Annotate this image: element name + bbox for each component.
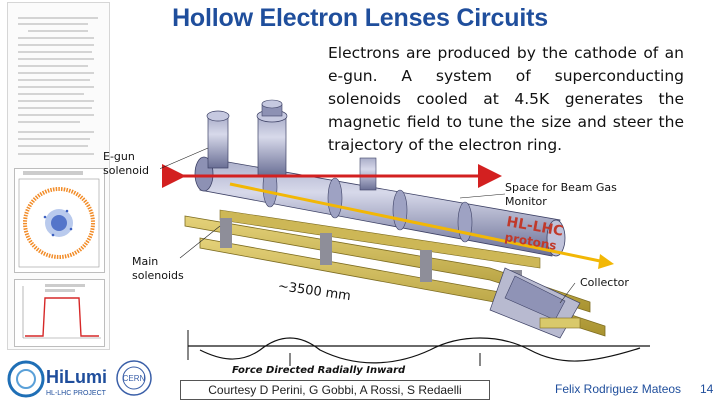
force-caption: Force Directed Radially Inward [232, 365, 406, 376]
collector-label: Collector [580, 276, 629, 289]
force-diagram [187, 330, 650, 366]
svg-text:CERN: CERN [123, 374, 146, 383]
egun-solenoid-label: E-gun solenoid [103, 150, 150, 177]
hollow-electron-lens-diagram [160, 99, 650, 366]
main-solenoids-label: Main solenoids [132, 255, 184, 282]
cern-logo: CERN [114, 358, 154, 398]
paper-figure-current-profile [14, 279, 105, 347]
paper-figure-beam-distribution [14, 168, 105, 273]
svg-text:HiLumi: HiLumi [46, 367, 107, 387]
hilumi-logo: HiLumi HL-LHC PROJECT [6, 355, 116, 401]
beam-gas-monitor-label: Space for Beam Gas Monitor [505, 181, 617, 208]
collector-assembly [489, 267, 581, 339]
beam-gas-leader-line [459, 193, 506, 199]
proton-beam-arrow [229, 182, 614, 269]
slide-title: Hollow Electron Lenses Circuits [172, 4, 548, 32]
page-number: 14 [700, 382, 714, 396]
egun-leader-line [160, 147, 209, 170]
collector-leader-line [559, 282, 576, 304]
description-text: Electrons are produced by the cathode of… [328, 44, 684, 154]
svg-text:HL-LHC PROJECT: HL-LHC PROJECT [46, 390, 107, 397]
paper-thumbnail [7, 2, 110, 350]
main-solenoid-leader-line [179, 225, 221, 259]
support-frame [184, 209, 606, 337]
presenter-name: Felix Rodriguez Mateos [555, 382, 682, 396]
courtesy-credit: Courtesy D Perini, G Gobbi, A Rossi, S R… [180, 380, 490, 400]
